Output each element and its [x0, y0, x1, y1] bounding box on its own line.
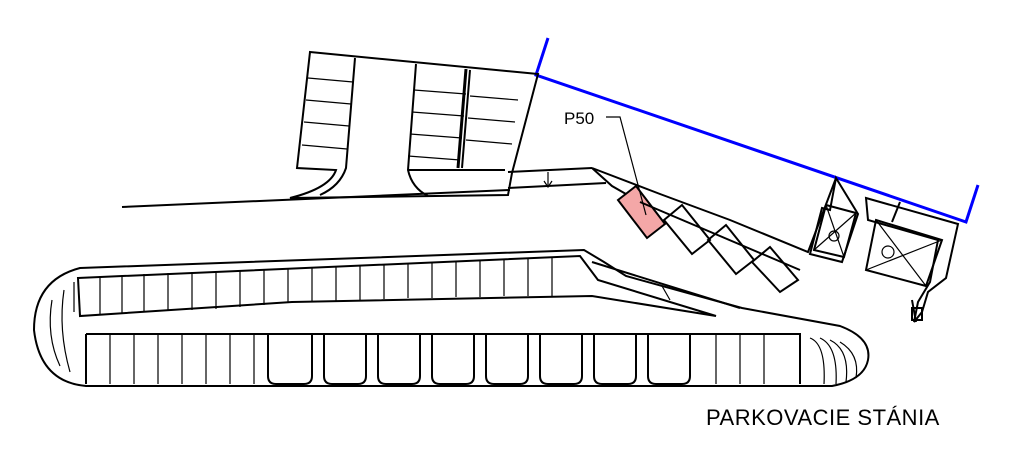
parking-spot-label: P50	[564, 109, 594, 128]
lower-parking-deck	[32, 248, 870, 387]
upper-parking-block	[121, 50, 540, 208]
angled-parking-row	[591, 167, 837, 294]
access-ramp	[507, 167, 607, 189]
stair-cores	[808, 175, 960, 323]
upper-row-stalls	[99, 257, 553, 314]
lower-row-stalls	[109, 334, 765, 385]
property-boundary	[534, 37, 980, 224]
parking-spot-p50[interactable]	[616, 184, 667, 240]
p50-callout: P50	[564, 109, 647, 216]
drawing-title: PARKOVACIE STÁNIA	[706, 405, 940, 430]
